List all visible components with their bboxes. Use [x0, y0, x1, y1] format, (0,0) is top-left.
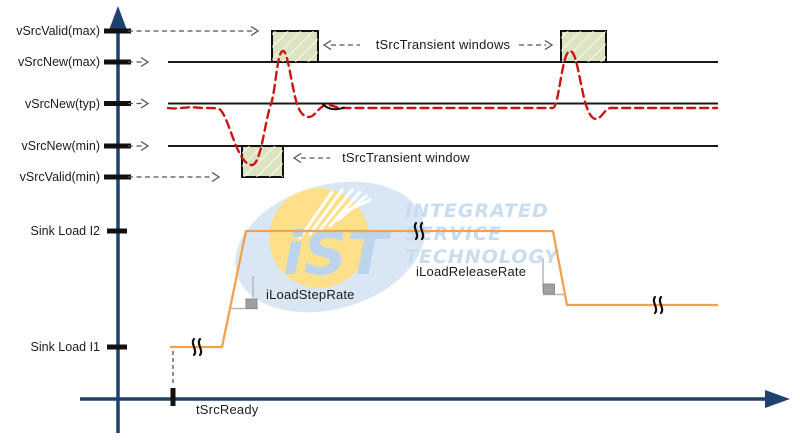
hatch-overlay — [242, 146, 283, 177]
label-vsrcvalid-min: vSrcValid(min) — [19, 170, 100, 184]
y-axis-arrow-icon — [109, 6, 127, 30]
transient-windows — [241, 30, 607, 178]
break-mark-icon — [652, 295, 664, 315]
arrow-window-upper-right — [519, 39, 554, 51]
hatch-overlay — [561, 31, 606, 62]
watermark-text-line3: TECHNOLOGY — [405, 246, 560, 268]
watermark-text-line1: INTEGRATED — [405, 200, 549, 222]
watermark-logo-text: iST — [283, 219, 392, 289]
label-vsrcnew-max: vSrcNew(max) — [18, 55, 100, 69]
annotation-arrows — [128, 25, 554, 386]
arrow-window-upper-left — [322, 39, 360, 51]
arrow-vsrcnew-max — [128, 56, 150, 68]
label-vsrcnew-min: vSrcNew(min) — [21, 139, 100, 153]
break-mark-icon — [191, 337, 203, 357]
label-transient-window-lower: tSrcTransient window — [342, 150, 470, 165]
voltage-rails — [168, 61, 718, 147]
y-axis-ticks — [104, 28, 176, 406]
rate-indicators — [230, 258, 566, 310]
watermark-text-line2: SERVICE — [405, 223, 502, 245]
label-vsrcvalid-max: vSrcValid(max) — [16, 24, 100, 38]
load-release-rate-icon — [542, 258, 566, 296]
label-sink-load-i1: Sink Load I1 — [30, 340, 101, 354]
label-load-step-rate: iLoadStepRate — [266, 287, 355, 302]
watermark-ray-icon — [298, 188, 372, 240]
load-step-rate-icon — [230, 276, 258, 310]
label-load-release-rate: iLoadReleaseRate — [416, 264, 527, 279]
arrow-window-lower — [292, 152, 330, 164]
arrow-vsrcvalid-max — [128, 25, 260, 37]
arrow-vsrcvalid-min — [128, 171, 221, 183]
label-sink-load-i2: Sink Load I2 — [30, 224, 101, 238]
label-src-ready: tSrcReady — [196, 402, 259, 417]
label-transient-windows-upper: tSrcTransient windows — [375, 37, 511, 52]
label-vsrcnew-typ: vSrcNew(typ) — [24, 97, 100, 111]
arrow-vsrcnew-typ — [128, 98, 150, 109]
break-mark-icon — [413, 221, 425, 241]
break-marks — [191, 221, 664, 357]
hatch-overlay — [272, 31, 318, 62]
transient-response-curve — [166, 49, 719, 167]
arrow-vsrcnew-min — [128, 140, 150, 152]
sink-load-profile-line — [170, 229, 718, 349]
watermark-logo: iST INTEGRATED SERVICE TECHNOLOGY — [235, 181, 560, 313]
x-axis-arrow-icon — [765, 390, 790, 408]
curve-settle-mark — [322, 103, 345, 111]
